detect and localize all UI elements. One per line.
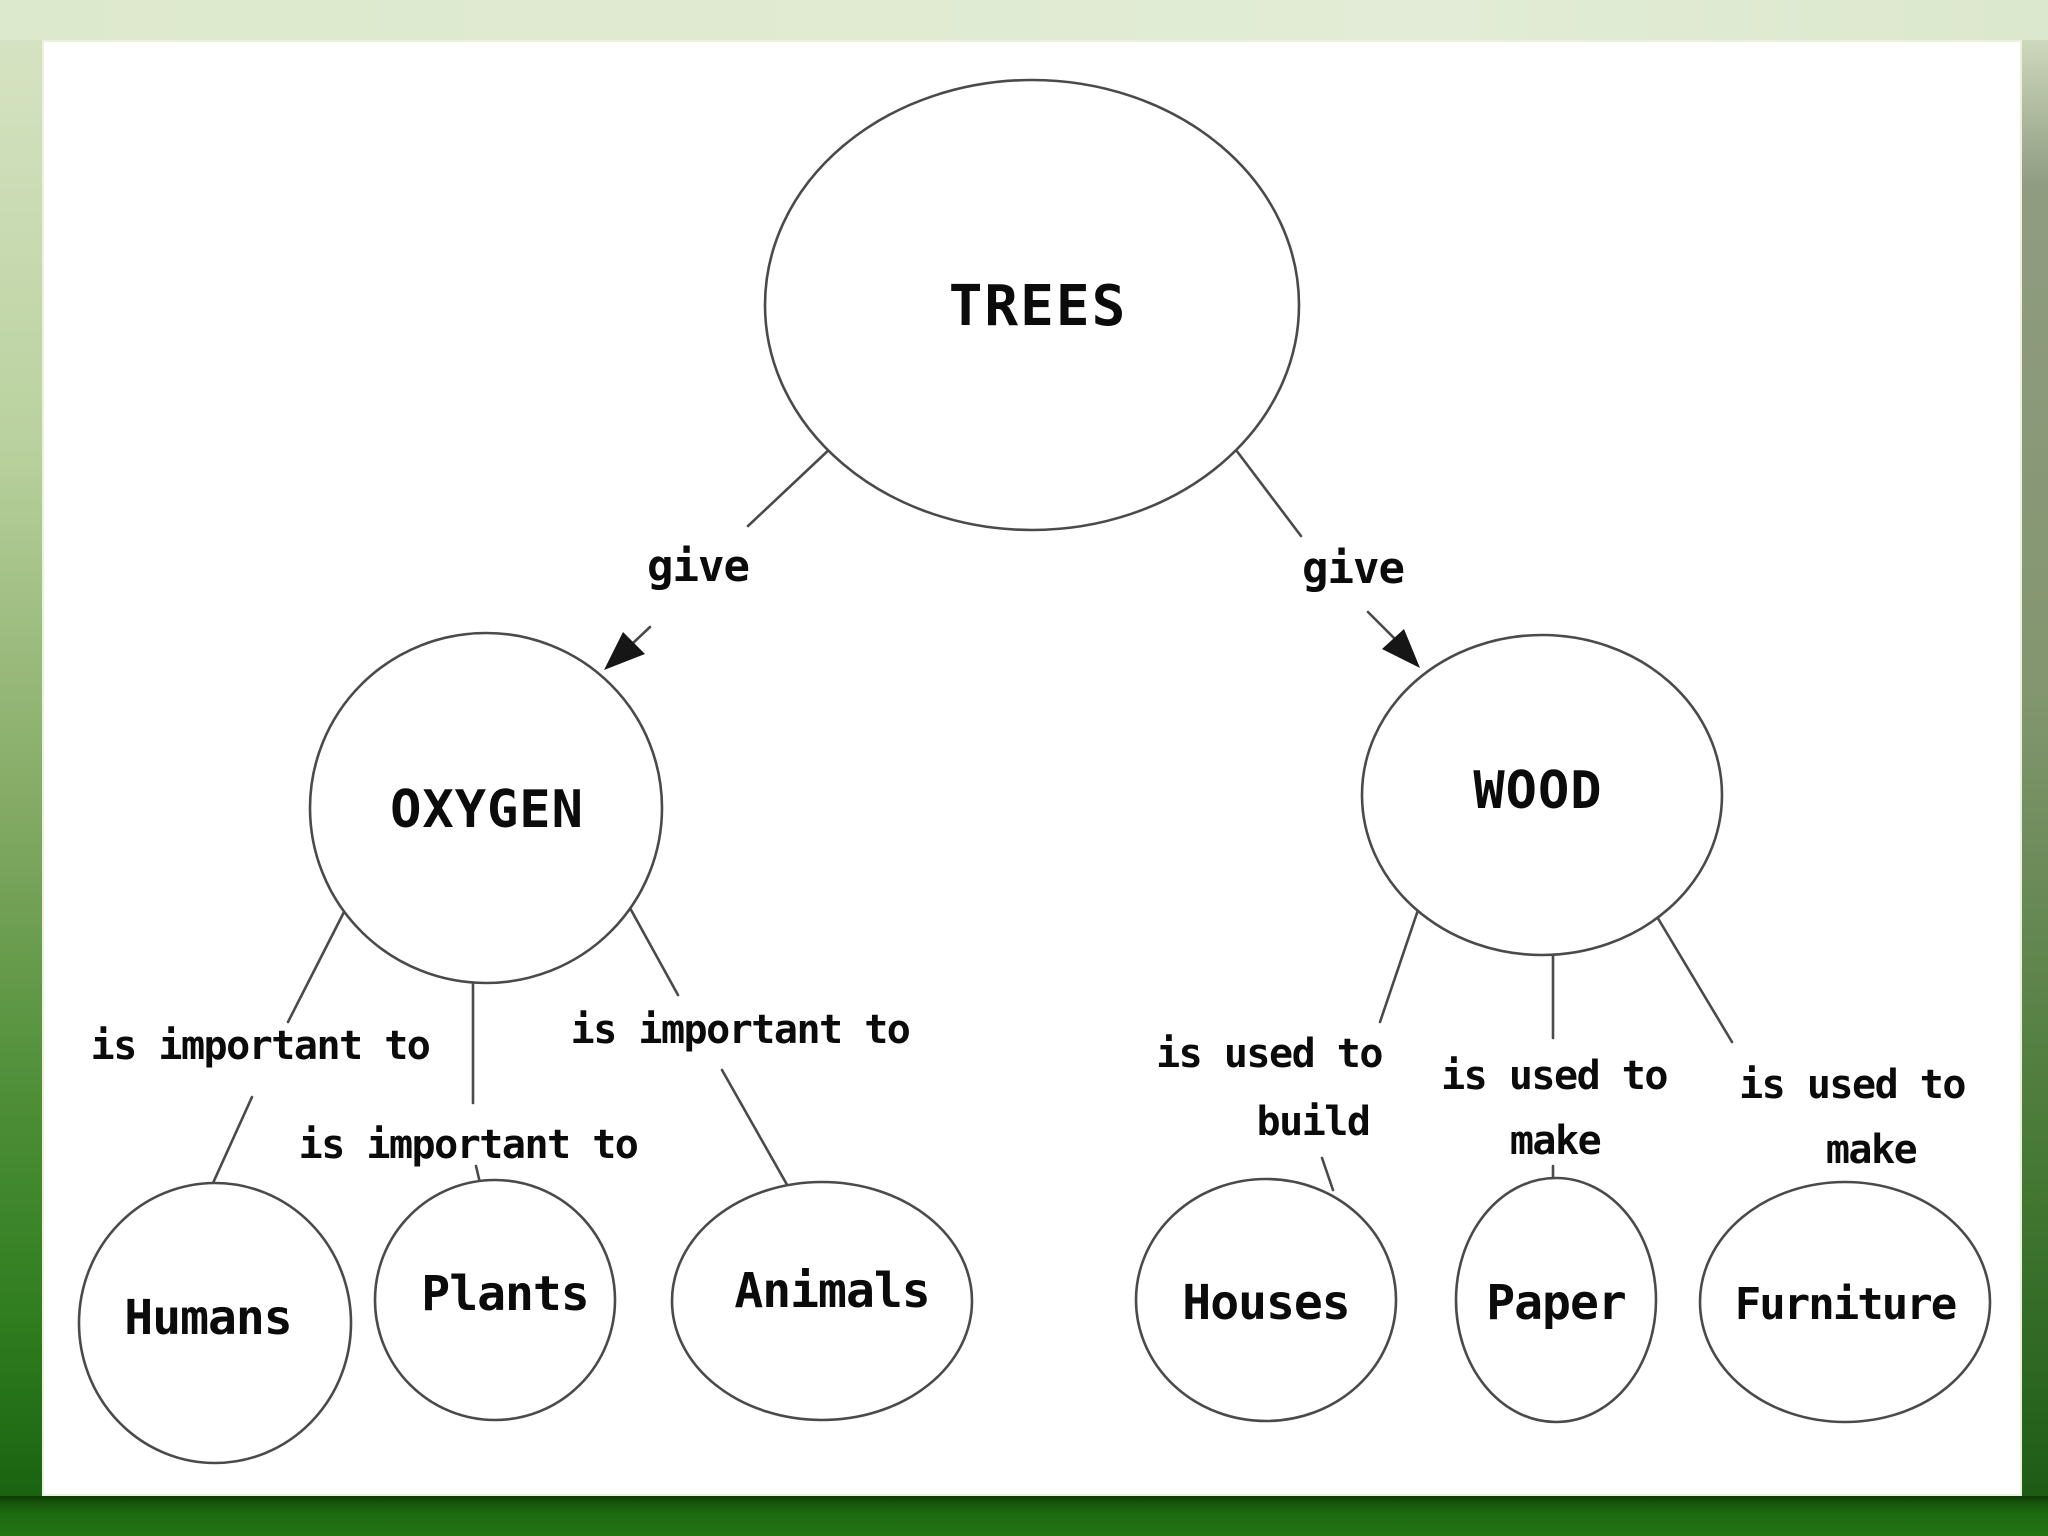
- node-paper: [1454, 1176, 1658, 1424]
- edge-line: [720, 1068, 792, 1192]
- edge-trees-wood: [1231, 444, 1420, 668]
- edge-line: [1320, 1156, 1335, 1192]
- edge-line: [1231, 444, 1303, 538]
- node-humans-label: Humans: [124, 1290, 291, 1346]
- node-animals: [670, 1180, 974, 1422]
- edge-label-make-paper-line1: is used to: [1441, 1053, 1667, 1099]
- edge-label-build-line2: build: [1257, 1099, 1370, 1145]
- edge-oxygen-animals: [628, 906, 792, 1192]
- edge-label-make-paper-line2: make: [1510, 1118, 1601, 1164]
- edge-label-build-line1: is used to: [1156, 1031, 1382, 1077]
- slide-margin-bottom: [0, 1496, 2048, 1536]
- edge-label-make-furniture-line1: is used to: [1739, 1062, 1965, 1108]
- node-oxygen-label: OXYGEN: [390, 780, 584, 840]
- slide-margin-right: [2022, 40, 2048, 1496]
- arrowhead-icon: [604, 632, 645, 670]
- node-oxygen: [308, 631, 664, 985]
- node-furniture: [1698, 1180, 1992, 1424]
- edge-label-important-plants: is important to: [299, 1122, 638, 1168]
- node-wood: [1360, 633, 1724, 957]
- edge-line: [286, 910, 346, 1024]
- edge-label-give-left: give: [647, 541, 749, 592]
- edge-wood-furniture: [1651, 908, 1734, 1044]
- node-humans: [77, 1181, 353, 1465]
- node-furniture-label: Furniture: [1735, 1279, 1956, 1330]
- edge-line: [1651, 908, 1734, 1044]
- edge-line: [628, 906, 680, 997]
- edge-label-important-humans: is important to: [91, 1023, 430, 1069]
- node-animals-label: Animals: [734, 1263, 929, 1319]
- arrowhead-icon: [1382, 629, 1420, 668]
- node-plants-label: Plants: [421, 1266, 588, 1322]
- node-plants: [373, 1178, 617, 1422]
- edge-line: [746, 444, 835, 528]
- edge-label-make-furniture-line2: make: [1826, 1127, 1917, 1173]
- node-wood-label: WOOD: [1473, 761, 1602, 821]
- slide-margin-left: [0, 40, 42, 1496]
- edge-label-important-animals: is important to: [571, 1007, 910, 1053]
- edge-line: [1378, 908, 1420, 1024]
- node-trees-label: TREES: [949, 274, 1128, 339]
- slide-margin-top: [0, 0, 2048, 40]
- edge-line: [211, 1095, 254, 1185]
- edge-label-give-right: give: [1302, 543, 1404, 594]
- edge-oxygen-humans: [211, 910, 346, 1185]
- node-houses-label: Houses: [1182, 1275, 1349, 1331]
- node-paper-label: Paper: [1486, 1275, 1626, 1331]
- edge-trees-oxygen: [604, 444, 835, 670]
- node-houses: [1134, 1177, 1398, 1423]
- node-trees: [763, 78, 1301, 532]
- edge-wood-houses: [1320, 908, 1420, 1192]
